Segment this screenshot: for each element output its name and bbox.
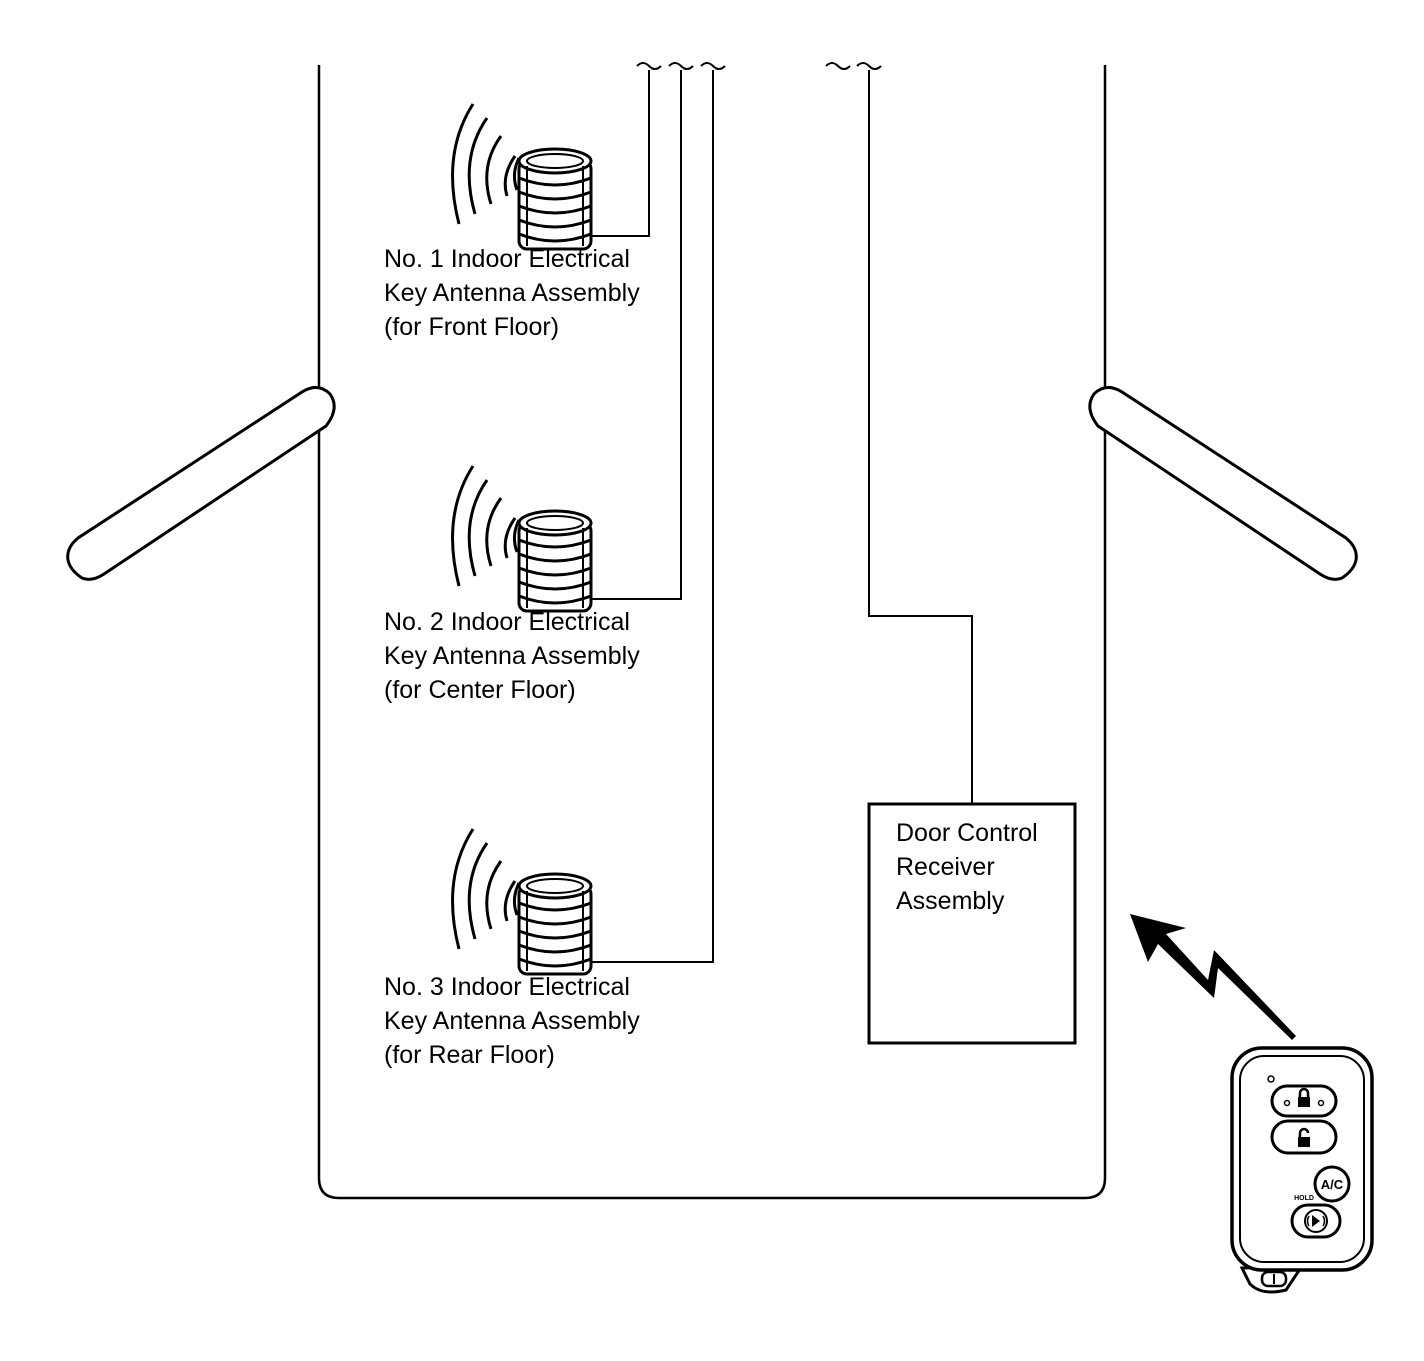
antenna-3-wire xyxy=(588,70,714,963)
lightning-signal-icon xyxy=(1130,914,1296,1040)
radio-wave-icon xyxy=(451,827,521,951)
panic-icon xyxy=(1290,1203,1342,1239)
wire-break-marks xyxy=(636,62,882,70)
vehicle-body-outline xyxy=(317,65,1107,1200)
right-side-mirror xyxy=(1088,386,1358,581)
antenna-1-label: No. 1 Indoor Electrical Key Antenna Asse… xyxy=(384,245,640,341)
antenna-coil-icon xyxy=(517,147,593,251)
smart-key-icon: A/C HOLD xyxy=(1230,1046,1374,1294)
hold-label: HOLD xyxy=(1294,1195,1314,1202)
radio-wave-icon xyxy=(451,464,521,588)
lock-icon xyxy=(1270,1084,1338,1118)
ac-button-label: A/C xyxy=(1321,1177,1344,1192)
antenna-1-wire xyxy=(588,70,650,237)
antenna-2-wire xyxy=(588,70,682,600)
left-side-mirror xyxy=(66,386,336,581)
receiver-label: Door Control Receiver Assembly xyxy=(896,819,1038,915)
antenna-2-label: No. 2 Indoor Electrical Key Antenna Asse… xyxy=(384,608,640,704)
antenna-coil-icon xyxy=(517,509,593,613)
antenna-coil-icon xyxy=(517,872,593,976)
receiver-wire xyxy=(868,70,973,804)
radio-wave-icon xyxy=(451,102,521,226)
antenna-3-label: No. 3 Indoor Electrical Key Antenna Asse… xyxy=(384,973,640,1069)
unlock-icon xyxy=(1270,1119,1338,1155)
receiver-box xyxy=(867,802,1077,1045)
